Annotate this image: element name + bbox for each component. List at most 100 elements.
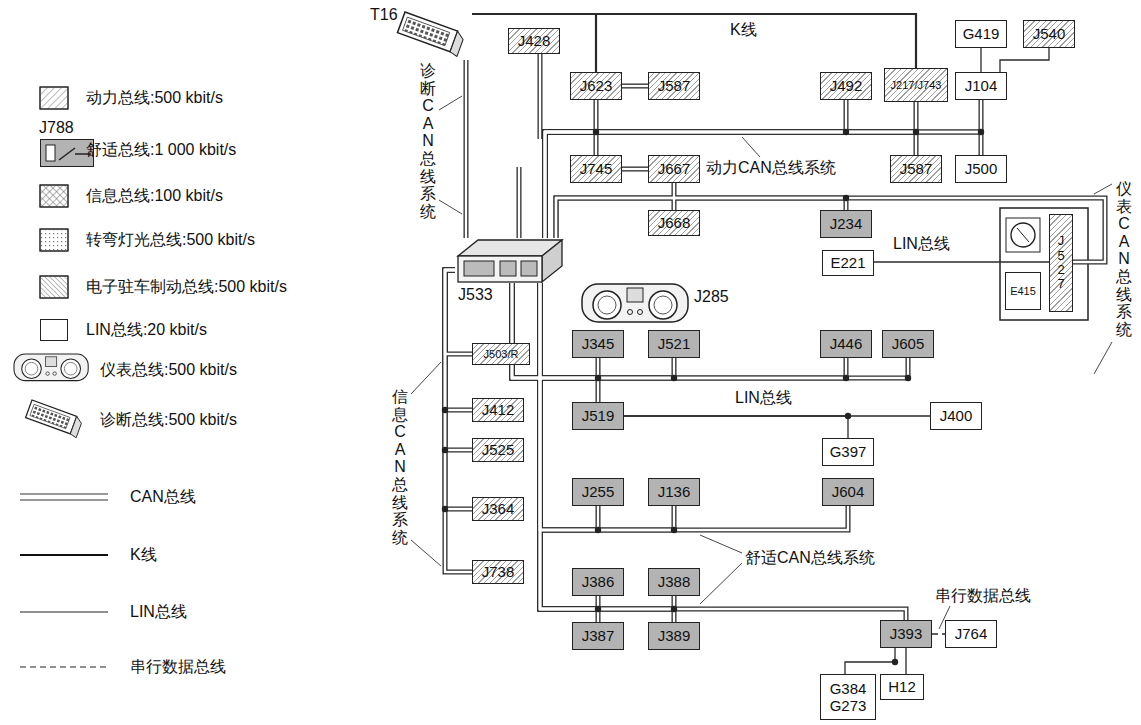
control-unit-box: J500 <box>955 155 1007 183</box>
legend-text: 转弯灯光总线:500 kbit/s <box>86 230 255 251</box>
node-label: J788 <box>39 119 74 137</box>
node-label: G397 <box>830 443 867 460</box>
legend-swatch: J788 <box>40 139 94 167</box>
instrument-cluster-icon: J285 <box>580 282 690 324</box>
node-label: J389 <box>658 627 691 644</box>
junction-dot <box>905 375 911 381</box>
control-unit-box: J412 <box>472 398 524 422</box>
junction-dot <box>843 195 849 201</box>
junction-dot <box>913 129 919 135</box>
can-connector <box>538 54 543 139</box>
legend-text: LIN总线:20 kbit/s <box>86 320 207 341</box>
control-unit-box: J764 <box>945 620 997 648</box>
can-connector <box>545 100 846 238</box>
legend-text: 串行数据总线 <box>130 657 226 678</box>
control-unit-box: J587 <box>648 72 700 100</box>
control-unit-box: J255 <box>572 478 624 506</box>
bus-label: 舒适CAN总线系统 <box>745 548 875 569</box>
bus-label: 串行数据总线 <box>935 586 1031 607</box>
node-label: J217/J743 <box>891 79 942 92</box>
diagnosis-connector: T16 <box>368 6 472 60</box>
bus-label: 诊断CAN总线系统 <box>420 62 436 220</box>
can-connector <box>545 100 981 238</box>
control-unit-box: J605 <box>882 330 934 358</box>
node-label: J364 <box>482 500 515 517</box>
junction-dot <box>892 659 898 665</box>
junction-dot <box>442 407 448 413</box>
control-unit-box: J388 <box>648 568 700 596</box>
connector-core <box>465 60 467 238</box>
node-label: J525 <box>482 441 515 458</box>
junction-dot <box>595 375 601 381</box>
junction-dot <box>595 606 601 612</box>
connector-core <box>512 283 846 378</box>
can-connector <box>622 167 648 172</box>
sensor-box: G419 <box>955 20 1007 48</box>
junction-dot <box>442 506 448 512</box>
legend-text: 舒适总线:1 000 kbit/s <box>86 140 236 161</box>
node-label: G419 <box>963 25 1000 42</box>
node-label: J587 <box>900 160 933 177</box>
can-connector <box>540 283 906 620</box>
control-unit-box: J386 <box>572 568 624 596</box>
control-unit-box: J400 <box>930 402 982 430</box>
control-unit-box: J217/J743 <box>884 68 948 102</box>
connector-core <box>545 132 596 238</box>
control-unit-box: J364 <box>472 497 524 521</box>
legend-text: 动力总线:500 kbit/s <box>86 88 223 109</box>
connector-core <box>556 198 846 238</box>
control-unit-box: J389 <box>648 622 700 650</box>
connector-core <box>445 270 472 572</box>
connector-core <box>673 183 675 210</box>
node-label: J500 <box>965 160 998 177</box>
control-unit-box: J668 <box>648 210 700 236</box>
can-connector <box>545 132 981 238</box>
can-connector <box>517 167 522 238</box>
legend-text: 电子驻车制动总线:500 kbit/s <box>86 277 287 298</box>
node-label: J136 <box>658 483 691 500</box>
junction-dot <box>442 447 448 453</box>
control-unit-box: J521 <box>648 330 700 358</box>
node-label: J745 <box>580 160 613 177</box>
junction-dot <box>671 375 677 381</box>
junction-dot <box>671 527 677 533</box>
bus-label: 仪表CAN总线系统 <box>1116 180 1132 338</box>
control-unit-box: J446 <box>820 330 872 358</box>
connector-core <box>512 283 908 378</box>
node-label: H12 <box>888 678 916 695</box>
connector-core <box>445 270 472 354</box>
control-unit-box: J393 <box>880 620 932 648</box>
can-connector <box>545 132 916 238</box>
node-label: J104 <box>965 77 998 94</box>
switch-box: E415 <box>1005 272 1041 310</box>
can-connector <box>622 84 648 89</box>
k-connector <box>472 14 596 72</box>
node-label: T16 <box>370 6 398 24</box>
junction-dot <box>671 606 677 612</box>
node-label: J668 <box>658 214 691 231</box>
connector-core <box>539 54 541 139</box>
can-connector <box>545 102 916 238</box>
node-label: J400 <box>940 407 973 424</box>
node-label: J623 <box>580 77 613 94</box>
control-unit-box: J540 <box>1023 20 1075 48</box>
lin-connector <box>1000 48 1049 72</box>
legend-text: 仪表总线:500 kbit/s <box>100 360 237 381</box>
node-label: J234 <box>830 215 863 232</box>
junction-dot <box>595 527 601 533</box>
sensor-box: G397 <box>822 438 874 466</box>
can-connector <box>445 270 472 509</box>
lin-connector <box>905 648 906 674</box>
connector-core <box>545 102 916 238</box>
connector-core <box>518 167 520 238</box>
can-connector <box>512 283 846 378</box>
ser-connector <box>932 633 945 634</box>
bus-label: 信息CAN总线系统 <box>392 388 408 546</box>
node-label: J255 <box>582 483 615 500</box>
control-unit-box: J234 <box>820 210 872 238</box>
node-label: J345 <box>582 335 615 352</box>
control-unit-box: J527 <box>1049 214 1073 312</box>
connector-core <box>545 100 981 238</box>
junction-dot <box>593 129 599 135</box>
node-label: J428 <box>518 32 551 49</box>
